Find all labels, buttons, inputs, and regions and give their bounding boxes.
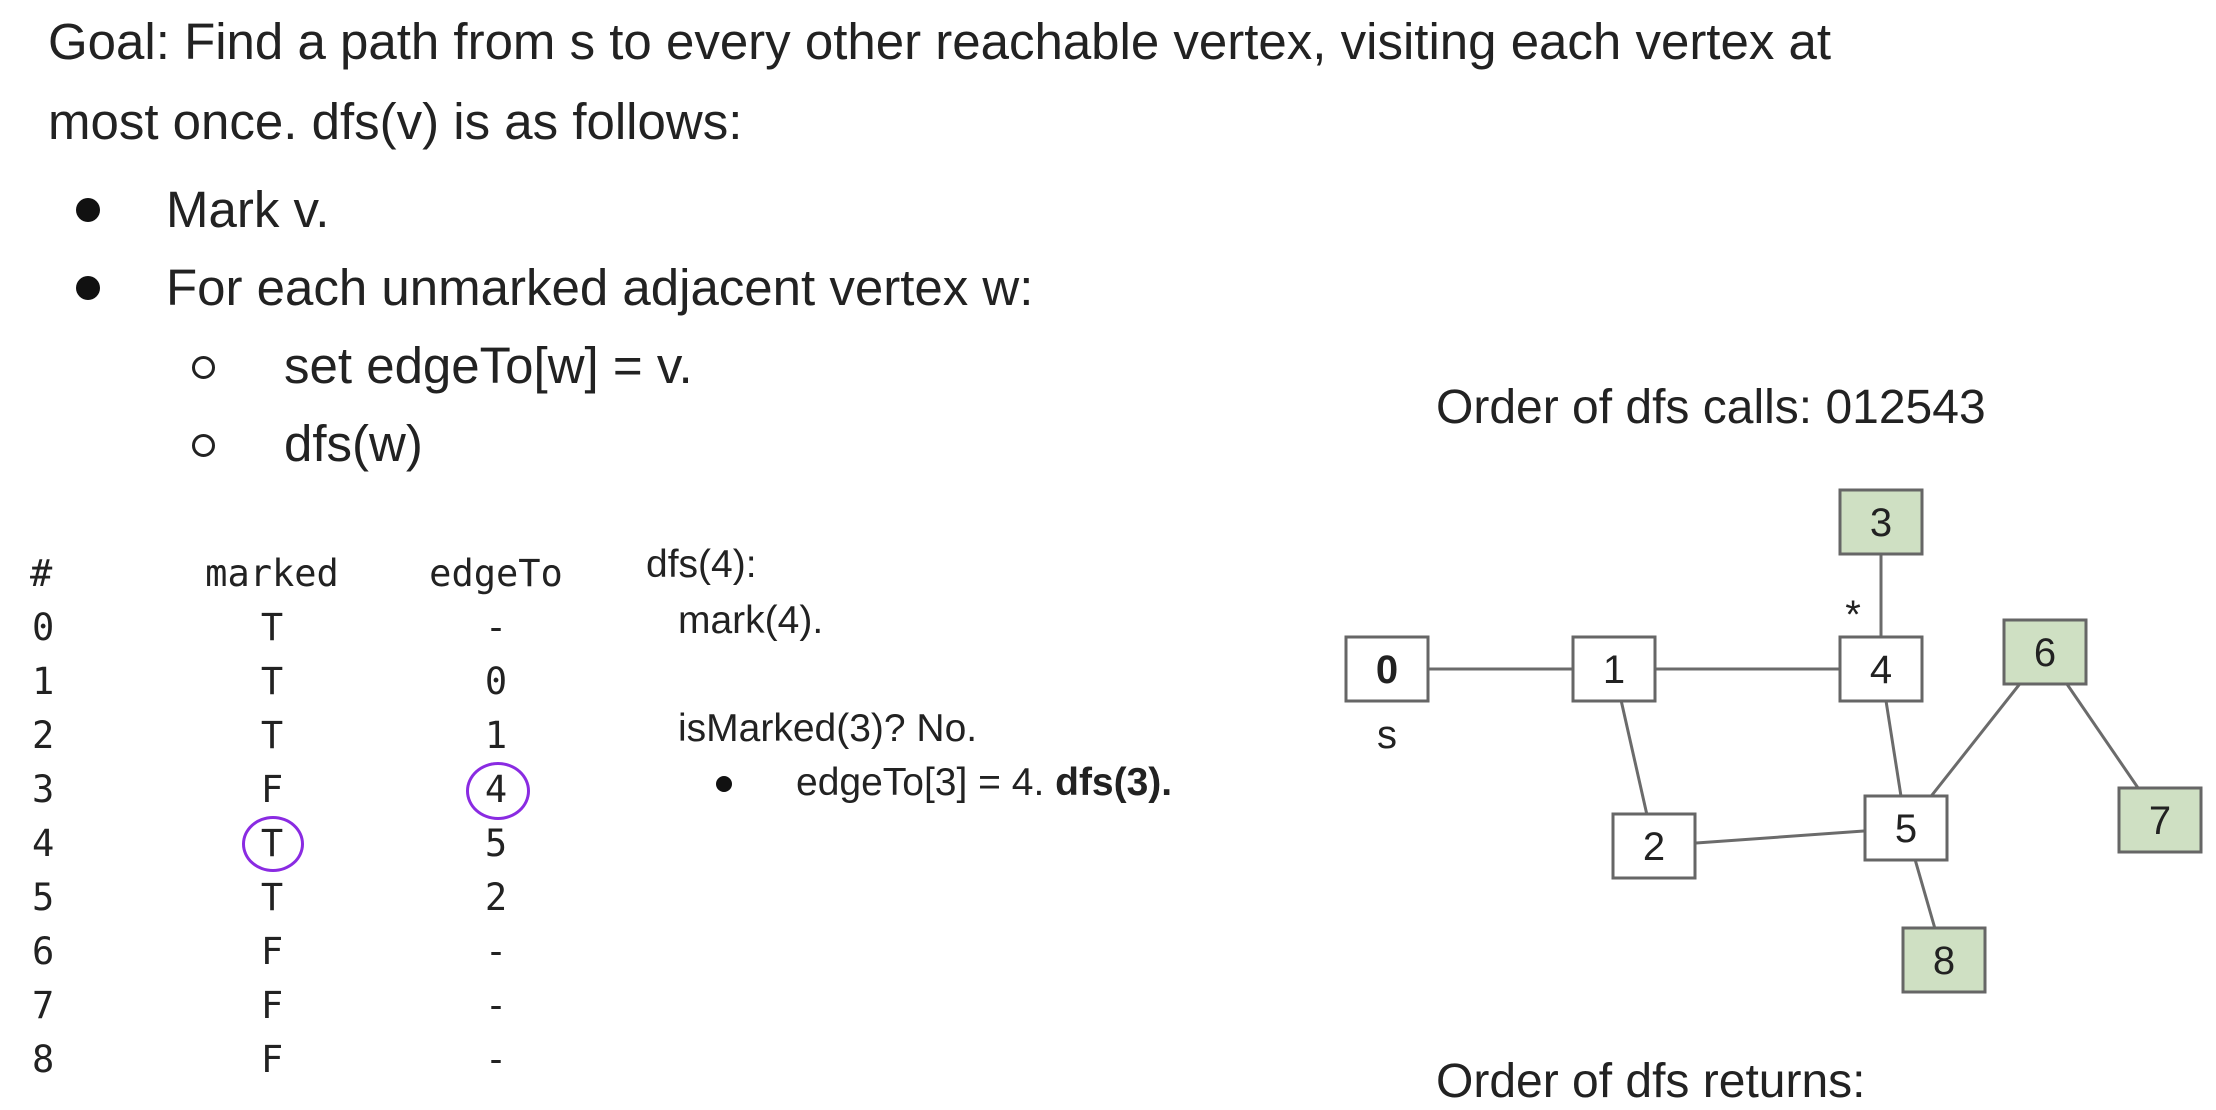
row-index: 0 bbox=[32, 606, 55, 649]
dfs-returns-order: Order of dfs returns: bbox=[1436, 1055, 1866, 1108]
edgeto-value: 2 bbox=[484, 876, 508, 919]
highlight-circle-marked-4 bbox=[242, 816, 304, 872]
graph-node-label-6: 6 bbox=[2034, 631, 2056, 675]
edgeto-value: - bbox=[484, 606, 508, 649]
trace-call: dfs(4): bbox=[646, 543, 757, 586]
graph-node-7 bbox=[2117, 786, 2203, 854]
graph-node-label-1: 1 bbox=[1603, 648, 1625, 692]
step-for-each: For each unmarked adjacent vertex w: bbox=[166, 259, 1034, 316]
graph-node-6 bbox=[2002, 618, 2088, 686]
graph-node-label-0: 0 bbox=[1376, 648, 1398, 692]
edgeto-value: - bbox=[484, 1038, 508, 1081]
trace-action-call: dfs(3). bbox=[1055, 761, 1173, 804]
substep-set-edgeto: set edgeTo[w] = v. bbox=[284, 337, 693, 394]
highlight-circle-edgeto-3 bbox=[466, 762, 530, 820]
column-header-index: # bbox=[30, 552, 53, 595]
row-index: 2 bbox=[32, 714, 55, 757]
marked-value: T bbox=[260, 606, 284, 649]
bullet-dot bbox=[716, 776, 732, 792]
edgeto-value: 0 bbox=[484, 660, 508, 703]
marked-value: T bbox=[260, 660, 284, 703]
edgeto-value: - bbox=[484, 984, 508, 1027]
trace-mark: mark(4). bbox=[678, 599, 824, 642]
graph-node-0 bbox=[1344, 635, 1430, 703]
graph-node-2 bbox=[1611, 812, 1697, 880]
marked-value: F bbox=[260, 984, 284, 1027]
bullet-dot bbox=[76, 276, 100, 300]
row-index: 4 bbox=[32, 822, 55, 865]
trace-action-text: edgeTo[3] = 4. bbox=[796, 761, 1056, 804]
trace-action: edgeTo[3] = 4. dfs(3). bbox=[796, 760, 1172, 806]
graph-node-4 bbox=[1838, 635, 1924, 703]
marked-value: F bbox=[260, 930, 284, 973]
row-index: 1 bbox=[32, 660, 55, 703]
marked-value: T bbox=[260, 714, 284, 757]
source-label: s bbox=[1377, 713, 1397, 757]
row-index: 8 bbox=[32, 1038, 55, 1081]
edgeto-value: 5 bbox=[484, 822, 508, 865]
graph-node-5 bbox=[1863, 794, 1949, 862]
sub-bullet-ring bbox=[192, 434, 215, 457]
graph-node-label-2: 2 bbox=[1643, 825, 1665, 869]
substep-dfs: dfs(w) bbox=[284, 415, 423, 472]
row-index: 5 bbox=[32, 876, 55, 919]
marked-value: F bbox=[260, 768, 284, 811]
dfs-calls-order: Order of dfs calls: 012543 bbox=[1436, 381, 1986, 434]
trace-check: isMarked(3)? No. bbox=[678, 707, 978, 750]
graph-node-1 bbox=[1571, 635, 1657, 703]
row-index: 3 bbox=[32, 768, 55, 811]
current-vertex-star: * bbox=[1845, 593, 1861, 637]
graph-node-3 bbox=[1838, 488, 1924, 556]
row-index: 7 bbox=[32, 984, 55, 1027]
graph-node-label-3: 3 bbox=[1870, 501, 1892, 545]
marked-value: T bbox=[260, 876, 284, 919]
goal-line-2: most once. dfs(v) is as follows: bbox=[48, 93, 743, 150]
edgeto-value: 1 bbox=[484, 714, 508, 757]
bullet-dot bbox=[76, 198, 100, 222]
goal-text: Goal: Find a path from s to every other … bbox=[48, 2, 2188, 162]
row-index: 6 bbox=[32, 930, 55, 973]
graph-node-label-7: 7 bbox=[2149, 799, 2171, 843]
graph-node-label-5: 5 bbox=[1895, 807, 1917, 851]
sub-bullet-ring bbox=[192, 356, 215, 379]
column-header-edgeto: edgeTo bbox=[429, 552, 563, 595]
edgeto-value: - bbox=[484, 930, 508, 973]
step-mark: Mark v. bbox=[166, 181, 330, 238]
marked-value: F bbox=[260, 1038, 284, 1081]
column-header-marked: marked bbox=[205, 552, 339, 595]
graph-node-8 bbox=[1901, 926, 1987, 994]
graph-node-label-8: 8 bbox=[1933, 939, 1955, 983]
graph-node-label-4: 4 bbox=[1870, 648, 1892, 692]
goal-line-1: Goal: Find a path from s to every other … bbox=[48, 13, 1832, 70]
